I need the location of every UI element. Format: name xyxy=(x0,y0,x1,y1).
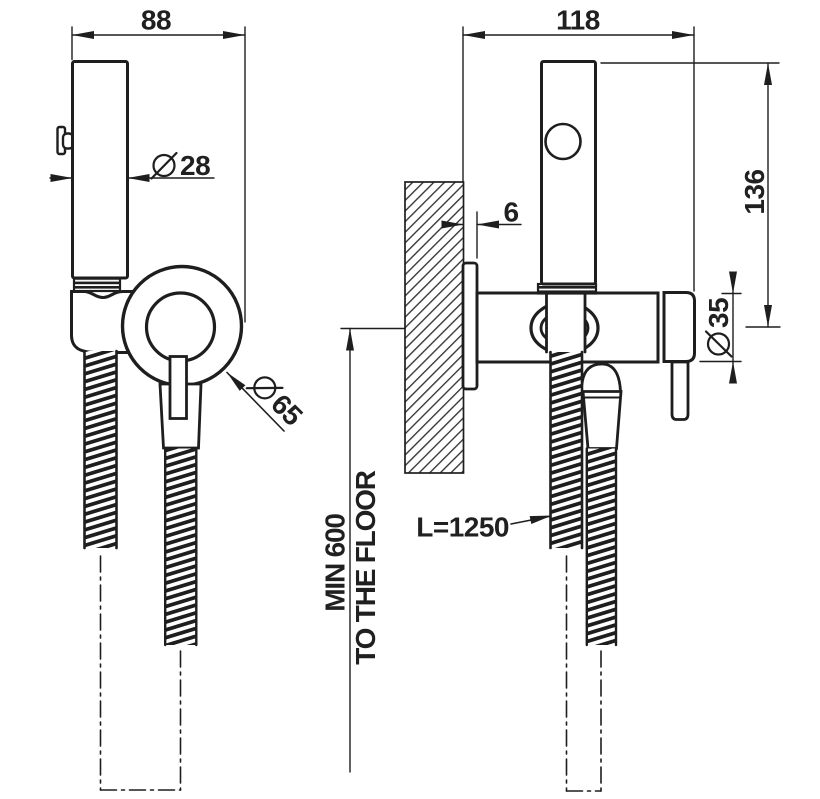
diameter-symbol xyxy=(152,153,176,178)
dim-label-118: 118 xyxy=(556,5,600,36)
front-view: 88 28 65 xyxy=(49,5,308,791)
handle-seat-pin xyxy=(168,355,188,420)
hose-continuation-front xyxy=(99,555,182,791)
handle-button xyxy=(544,122,582,161)
dim-label-88: 88 xyxy=(141,5,171,36)
floor-clearance-label-1: MIN 600 xyxy=(320,514,351,612)
valve-end-cap xyxy=(662,291,696,363)
shower-handle-front xyxy=(71,60,129,280)
dim-label-hose-length: L=1250 xyxy=(416,512,509,543)
diameter-symbol xyxy=(706,332,731,356)
mounting-flange xyxy=(461,261,479,391)
dimension-body-diameter-35: 35 xyxy=(699,271,742,384)
dimension-hose-length: L=1250 xyxy=(416,512,553,543)
shower-handle-side xyxy=(540,60,597,286)
dim-label-28: 28 xyxy=(180,150,210,181)
side-view: 118 136 6 xyxy=(320,5,781,792)
dimension-wall-offset-6: 6 xyxy=(441,197,522,259)
dimension-floor-clearance: MIN 600 TO THE FLOOR xyxy=(320,327,406,773)
shower-hose-side-main xyxy=(549,350,584,550)
floor-clearance-label-2: TO THE FLOOR xyxy=(350,470,381,665)
wall-section xyxy=(404,181,465,474)
outlet-nut-side xyxy=(581,390,623,450)
shower-hose-front-right xyxy=(163,447,198,647)
dimension-handle-diameter-28: 28 xyxy=(49,150,215,182)
control-knob xyxy=(670,360,690,421)
dim-label-6: 6 xyxy=(503,197,518,228)
hose-continuation-side xyxy=(565,555,602,792)
dimension-height-136: 136 xyxy=(600,62,781,328)
dimension-width-88: 88 xyxy=(71,5,246,323)
holder-ring-inner xyxy=(144,291,217,363)
hanger-clip xyxy=(56,125,75,156)
shower-hose-side-outlet xyxy=(585,447,618,647)
dim-label-136: 136 xyxy=(739,169,770,214)
diameter-symbol xyxy=(253,376,277,400)
shower-hose-front-left xyxy=(83,349,118,550)
dim-label-35: 35 xyxy=(703,298,734,328)
handle-seat-column xyxy=(545,292,587,354)
dimension-holder-diameter-65: 65 xyxy=(224,369,308,432)
handle-nut-front xyxy=(72,276,122,293)
dimension-depth-118: 118 xyxy=(462,5,695,292)
outlet-shoulder xyxy=(580,362,622,393)
